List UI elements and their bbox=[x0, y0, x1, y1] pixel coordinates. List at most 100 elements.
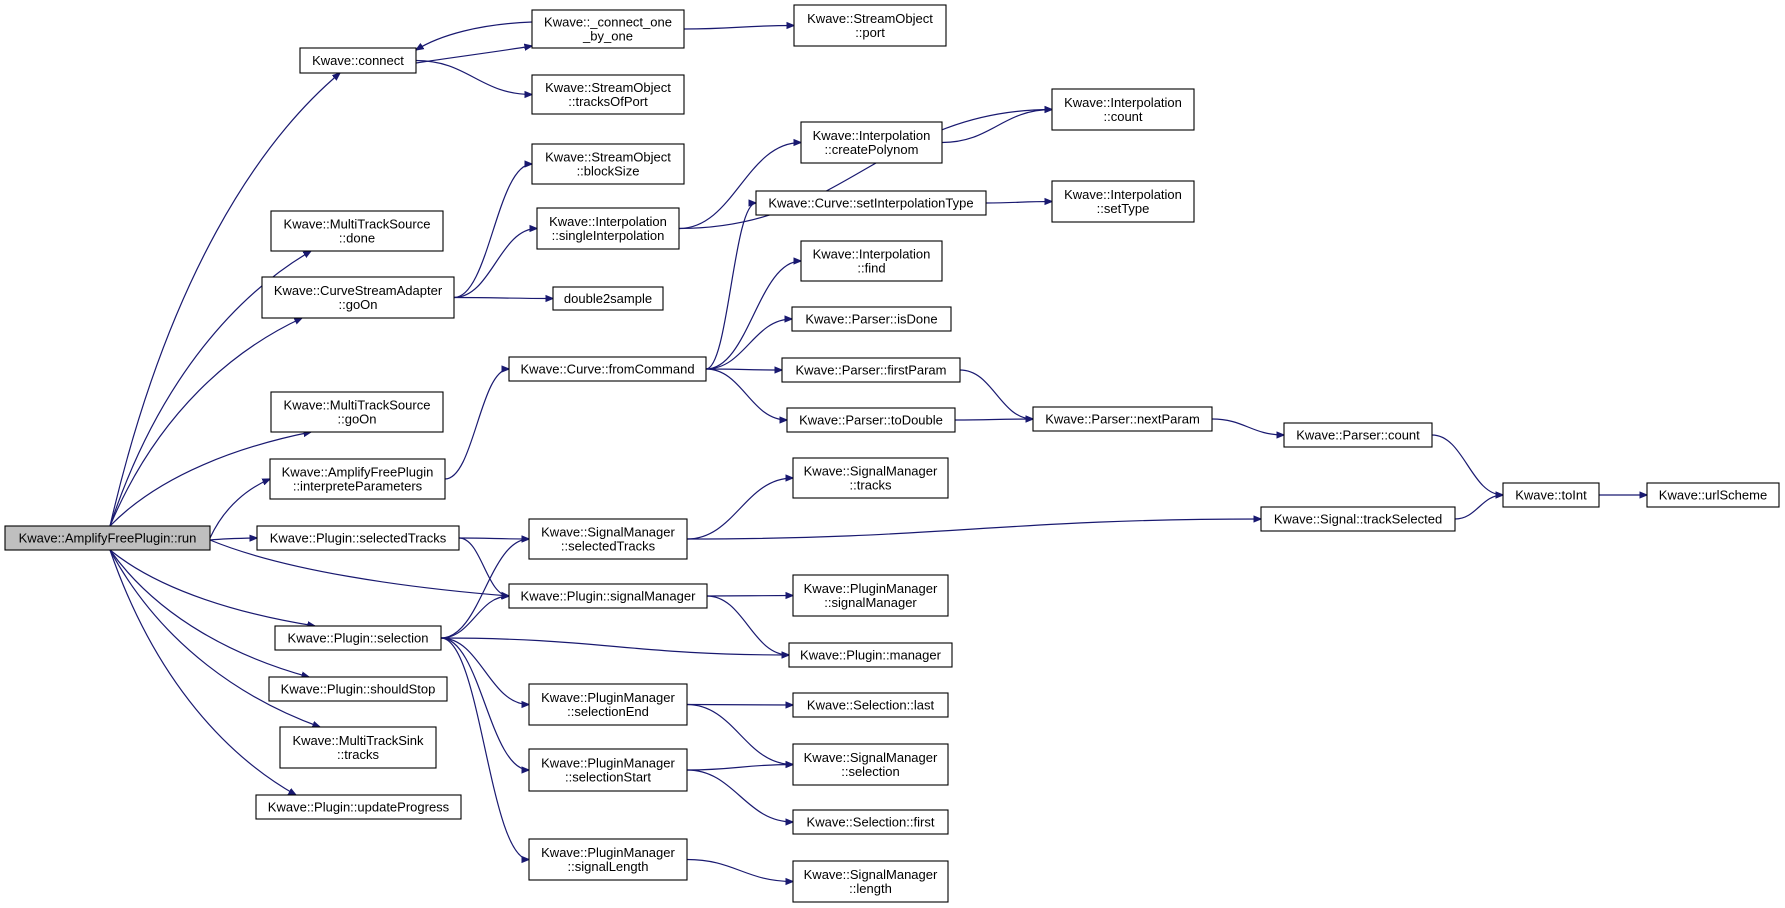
node-label: Kwave::StreamObject bbox=[807, 11, 933, 26]
node-box bbox=[270, 210, 444, 252]
node-connect-one[interactable]: Kwave::_connect_one_by_one bbox=[531, 9, 685, 49]
node-label: Kwave::Curve::setInterpolationType bbox=[768, 196, 973, 211]
node-pm-selectionEnd[interactable]: Kwave::PluginManager::selectionEnd bbox=[528, 683, 688, 726]
node-parser-count[interactable]: Kwave::Parser::count bbox=[1283, 422, 1433, 448]
node-box bbox=[792, 860, 949, 903]
node-plugin-manager[interactable]: Kwave::Plugin::manager bbox=[788, 642, 953, 668]
node-box bbox=[788, 642, 953, 668]
node-pm-signalManager[interactable]: Kwave::PluginManager::signalManager bbox=[792, 574, 949, 617]
node-pm-selectionStart[interactable]: Kwave::PluginManager::selectionStart bbox=[528, 748, 688, 792]
node-interp-find[interactable]: Kwave::Interpolation::find bbox=[800, 240, 943, 282]
edge-plugin_selectedTracks-to-sm_selectedTracks bbox=[458, 538, 529, 539]
node-label: Kwave::MultiTrackSink bbox=[293, 733, 424, 748]
node-selection-last[interactable]: Kwave::Selection::last bbox=[792, 692, 949, 718]
node-plugin-signalManager[interactable]: Kwave::Plugin::signalManager bbox=[508, 583, 708, 609]
node-box bbox=[791, 306, 952, 332]
edge-pm_signalLength-to-sm_length bbox=[686, 858, 793, 882]
node-box bbox=[1051, 180, 1195, 223]
node-interp-single[interactable]: Kwave::Interpolation::singleInterpolatio… bbox=[536, 207, 680, 250]
node-box bbox=[792, 457, 949, 499]
edge-parser_nextParam-to-parser_count bbox=[1211, 418, 1284, 435]
node-plugin-selection[interactable]: Kwave::Plugin::selection bbox=[274, 625, 442, 651]
node-label: Kwave::MultiTrackSource bbox=[284, 217, 431, 232]
node-box bbox=[528, 748, 688, 792]
node-mts-goOn[interactable]: Kwave::MultiTrackSource::goOn bbox=[270, 391, 444, 433]
node-label: double2sample bbox=[564, 291, 652, 306]
node-label: Kwave::Interpolation bbox=[813, 128, 931, 143]
node-urlScheme[interactable]: Kwave::urlScheme bbox=[1646, 482, 1780, 508]
node-csa-goOn[interactable]: Kwave::CurveStreamAdapter::goOn bbox=[261, 276, 455, 319]
node-label: Kwave::Plugin::manager bbox=[800, 648, 942, 663]
node-mts-done[interactable]: Kwave::MultiTrackSource::done bbox=[270, 210, 444, 252]
node-curve-fromCommand[interactable]: Kwave::Curve::fromCommand bbox=[508, 356, 707, 382]
edge-plugin_signalManager-to-pm_signalManager bbox=[706, 596, 793, 597]
node-mtsink-tracks[interactable]: Kwave::MultiTrackSink::tracks bbox=[279, 726, 437, 769]
edge-parser_firstParam-to-parser_nextParam bbox=[959, 369, 1033, 419]
node-box bbox=[800, 240, 943, 282]
node-box bbox=[508, 356, 707, 382]
node-sm-tracks[interactable]: Kwave::SignalManager::tracks bbox=[792, 457, 949, 499]
node-label: Kwave::SignalManager bbox=[804, 464, 938, 479]
node-label: ::find bbox=[857, 261, 885, 276]
node-so-blockSize[interactable]: Kwave::StreamObject::blockSize bbox=[531, 143, 685, 185]
edge-connect_one-to-connect bbox=[416, 21, 533, 50]
edge-csa_goOn-to-so_blockSize bbox=[453, 164, 532, 299]
node-box bbox=[536, 207, 680, 250]
node-selection-first[interactable]: Kwave::Selection::first bbox=[792, 809, 949, 835]
node-label: Kwave::_connect_one bbox=[544, 15, 672, 30]
node-run[interactable]: Kwave::AmplifyFreePlugin::run bbox=[4, 525, 211, 551]
node-plugin-shouldStop[interactable]: Kwave::Plugin::shouldStop bbox=[268, 676, 448, 702]
node-label: Kwave::Plugin::shouldStop bbox=[281, 682, 436, 697]
node-plugin-updateProgress[interactable]: Kwave::Plugin::updateProgress bbox=[255, 794, 462, 820]
node-box bbox=[269, 458, 446, 500]
node-afp-interprete[interactable]: Kwave::AmplifyFreePlugin::interpretePara… bbox=[269, 458, 446, 500]
edge-plugin_selection-to-plugin_signalManager bbox=[440, 596, 509, 639]
node-so-port[interactable]: Kwave::StreamObject::port bbox=[793, 4, 947, 47]
node-parser-toDouble[interactable]: Kwave::Parser::toDouble bbox=[786, 407, 956, 433]
node-label: Kwave::PluginManager bbox=[541, 756, 675, 771]
node-sm-selectedTracks[interactable]: Kwave::SignalManager::selectedTracks bbox=[528, 518, 688, 560]
node-parser-nextParam[interactable]: Kwave::Parser::nextParam bbox=[1032, 406, 1213, 432]
node-label: Kwave::Parser::nextParam bbox=[1045, 412, 1200, 427]
node-parser-firstParam[interactable]: Kwave::Parser::firstParam bbox=[781, 357, 961, 383]
node-label: Kwave::Interpolation bbox=[1064, 187, 1182, 202]
edge-curve_fromCommand-to-parser_toDouble bbox=[705, 368, 787, 420]
node-double2sample[interactable]: double2sample bbox=[552, 286, 664, 311]
node-label: Kwave::SignalManager bbox=[804, 867, 938, 882]
node-signal-trackSelected[interactable]: Kwave::Signal::trackSelected bbox=[1260, 506, 1456, 532]
node-box bbox=[528, 683, 688, 726]
node-connect[interactable]: Kwave::connect bbox=[299, 47, 417, 74]
node-box bbox=[792, 809, 949, 835]
node-label: _by_one bbox=[582, 29, 633, 44]
node-box bbox=[781, 357, 961, 383]
edge-pm_selectionStart-to-selection_first bbox=[686, 769, 793, 822]
node-label: Kwave::AmplifyFreePlugin bbox=[282, 465, 434, 480]
node-label: ::singleInterpolation bbox=[552, 228, 665, 243]
edge-plugin_selection-to-pm_selectionStart bbox=[440, 637, 529, 770]
node-box bbox=[1646, 482, 1780, 508]
node-curve-setInterp[interactable]: Kwave::Curve::setInterpolationType bbox=[755, 190, 987, 216]
edge-connect-to-so_tracksOfPort bbox=[415, 59, 532, 95]
node-label: ::setType bbox=[1097, 201, 1150, 216]
node-toInt[interactable]: Kwave::toInt bbox=[1502, 482, 1600, 508]
node-sm-length[interactable]: Kwave::SignalManager::length bbox=[792, 860, 949, 903]
node-parser-isDone[interactable]: Kwave::Parser::isDone bbox=[791, 306, 952, 332]
node-so-tracksOfPort[interactable]: Kwave::StreamObject::tracksOfPort bbox=[531, 74, 685, 115]
node-box bbox=[755, 190, 987, 216]
edge-curve_fromCommand-to-parser_firstParam bbox=[705, 369, 782, 370]
node-interp-setType[interactable]: Kwave::Interpolation::setType bbox=[1051, 180, 1195, 223]
node-label: ::length bbox=[849, 881, 892, 896]
node-interp-count[interactable]: Kwave::Interpolation::count bbox=[1051, 88, 1195, 131]
node-label: Kwave::Parser::firstParam bbox=[796, 363, 947, 378]
node-plugin-selectedTracks[interactable]: Kwave::Plugin::selectedTracks bbox=[256, 525, 460, 551]
node-label: ::selectedTracks bbox=[561, 539, 656, 554]
node-pm-signalLength[interactable]: Kwave::PluginManager::signalLength bbox=[528, 838, 688, 881]
node-box bbox=[1502, 482, 1600, 508]
node-label: ::createPolynom bbox=[825, 142, 919, 157]
node-label: Kwave::Parser::toDouble bbox=[799, 413, 943, 428]
edge-run-to-mtsink_tracks bbox=[109, 549, 320, 727]
node-interp-createPoly[interactable]: Kwave::Interpolation::createPolynom bbox=[800, 121, 943, 164]
edge-plugin_selectedTracks-to-plugin_signalManager bbox=[458, 537, 509, 596]
edge-run-to-plugin_signalManager bbox=[209, 539, 509, 596]
node-sm-selection[interactable]: Kwave::SignalManager::selection bbox=[792, 743, 949, 786]
